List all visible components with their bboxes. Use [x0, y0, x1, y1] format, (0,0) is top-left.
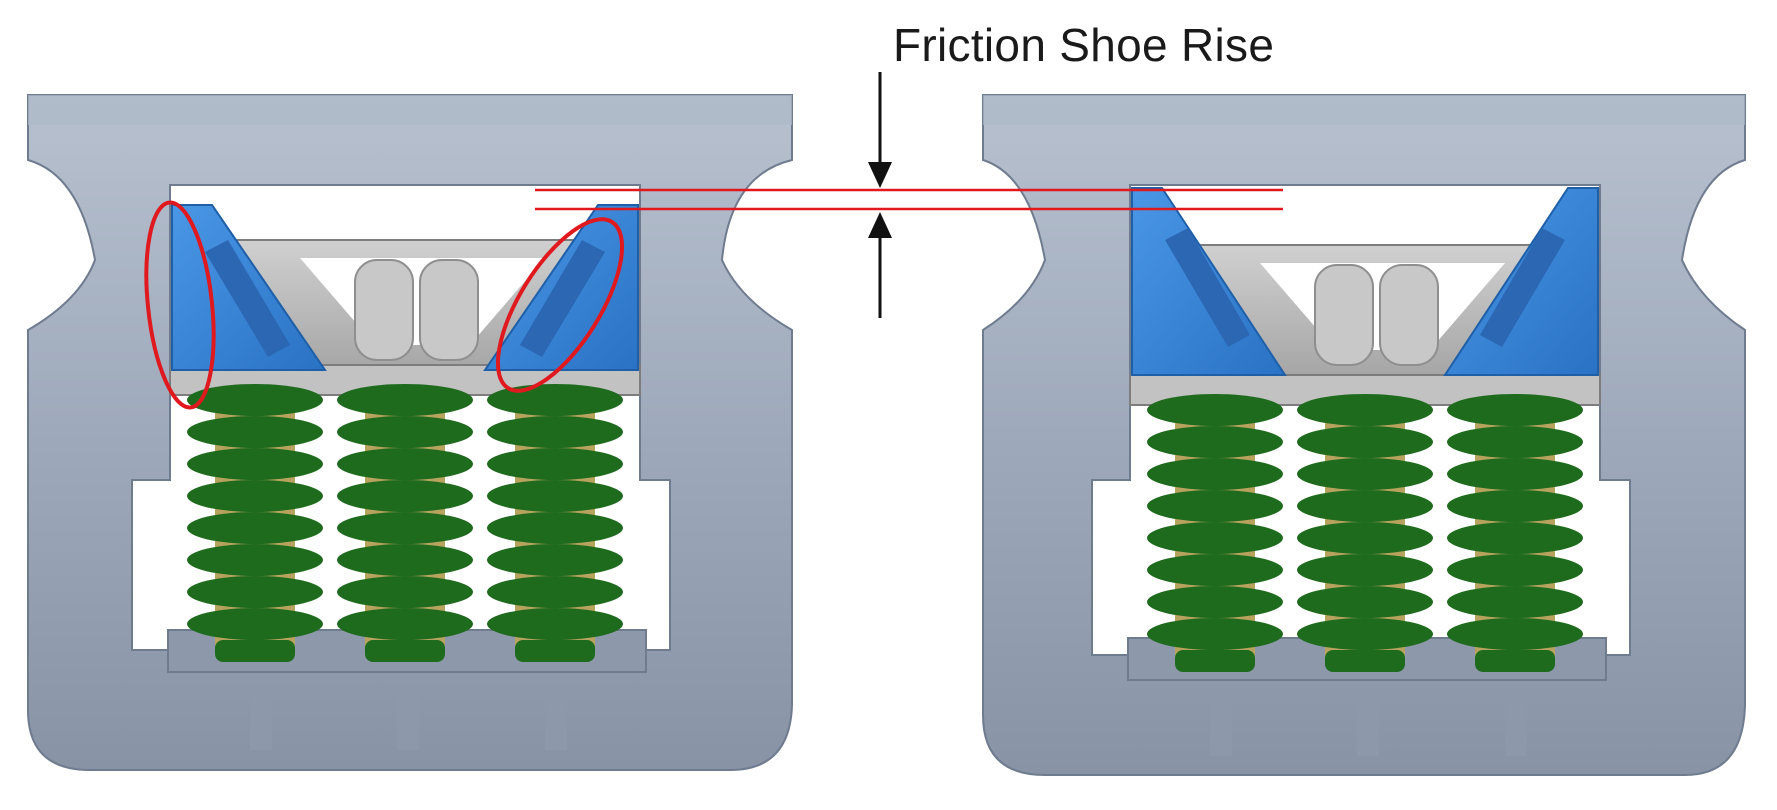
- friction-shoe-left-groove: [1165, 228, 1250, 347]
- frame-foot-2: [1357, 698, 1379, 756]
- spring-group: [187, 384, 623, 662]
- friction-shoe-right-groove: [1480, 228, 1565, 347]
- frame-foot-3: [1505, 698, 1527, 756]
- arrow-head-down-icon: [868, 162, 892, 188]
- friction-shoe-left-groove: [205, 240, 290, 357]
- bolster-core-right: [1379, 264, 1439, 366]
- frame-foot-2: [397, 690, 419, 750]
- frame-foot-3: [545, 690, 567, 750]
- bolster-core-left: [1314, 264, 1374, 366]
- bolster-core-right: [419, 259, 479, 361]
- arrow-head-up-icon: [868, 212, 892, 238]
- spring-group: [1147, 394, 1583, 672]
- frame-foot-1: [250, 690, 272, 750]
- spring-2: [337, 384, 473, 662]
- frame-top-band: [28, 95, 792, 125]
- left-assembly: [27, 94, 793, 771]
- frame-foot-1: [1210, 698, 1232, 756]
- spring-3: [1447, 394, 1583, 672]
- spring-3: [487, 384, 623, 662]
- spring-1: [1147, 394, 1283, 672]
- dimension-arrow-down: [868, 72, 892, 188]
- friction-shoe-right-groove: [520, 240, 605, 357]
- highlight-ellipse-right: [495, 217, 625, 393]
- friction-shoe-rise-label: Friction Shoe Rise: [893, 19, 1275, 71]
- dimension-arrow-up: [868, 212, 892, 318]
- frame-top-band: [983, 95, 1745, 125]
- bolster-core-left: [354, 259, 414, 361]
- spring-2: [1297, 394, 1433, 672]
- spring-1: [187, 384, 323, 662]
- right-assembly: [982, 94, 1746, 776]
- highlight-ellipse-left: [144, 200, 216, 410]
